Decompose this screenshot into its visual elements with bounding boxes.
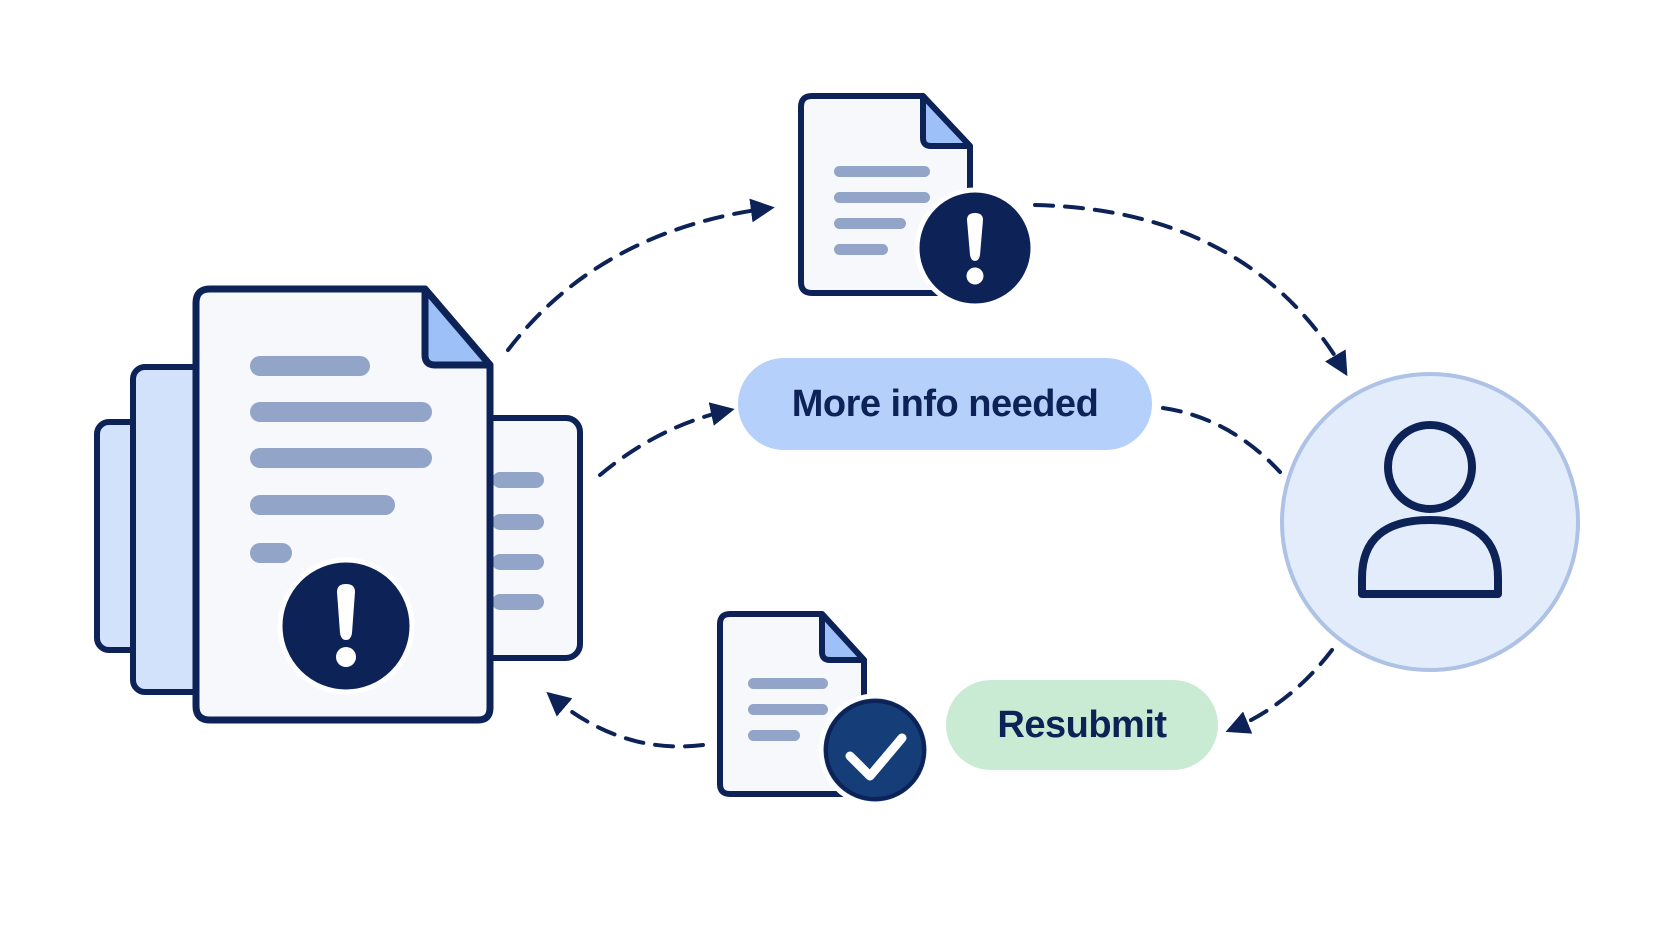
resubmit-pill-bg xyxy=(946,680,1218,770)
arrow-more-info-to-user xyxy=(1161,406,1282,474)
arrow-main-to-flagged xyxy=(506,198,775,352)
user-icon xyxy=(1280,372,1580,672)
document-check-icon xyxy=(717,611,932,807)
text-line xyxy=(250,543,292,563)
arrow-approved-to-main xyxy=(546,691,705,749)
folded-corner xyxy=(421,285,494,369)
document-warning-icon xyxy=(798,93,1036,309)
text-line xyxy=(250,448,432,468)
exclamation-icon xyxy=(277,557,415,695)
arrow-flagged-to-user xyxy=(1033,203,1348,377)
checkmark-icon xyxy=(818,693,932,807)
resubmit-label: Resubmit xyxy=(997,703,1167,746)
more-info-needed-label: More info needed xyxy=(791,382,1099,425)
text-line xyxy=(250,402,432,422)
main-document-stack xyxy=(94,285,583,724)
arrow-to-more-info xyxy=(598,402,735,477)
arrow-user-to-resubmit xyxy=(1225,648,1334,734)
more-info-pill-bg xyxy=(738,358,1152,450)
text-line xyxy=(250,495,395,515)
exclamation-icon xyxy=(914,187,1036,309)
text-line xyxy=(250,356,370,376)
